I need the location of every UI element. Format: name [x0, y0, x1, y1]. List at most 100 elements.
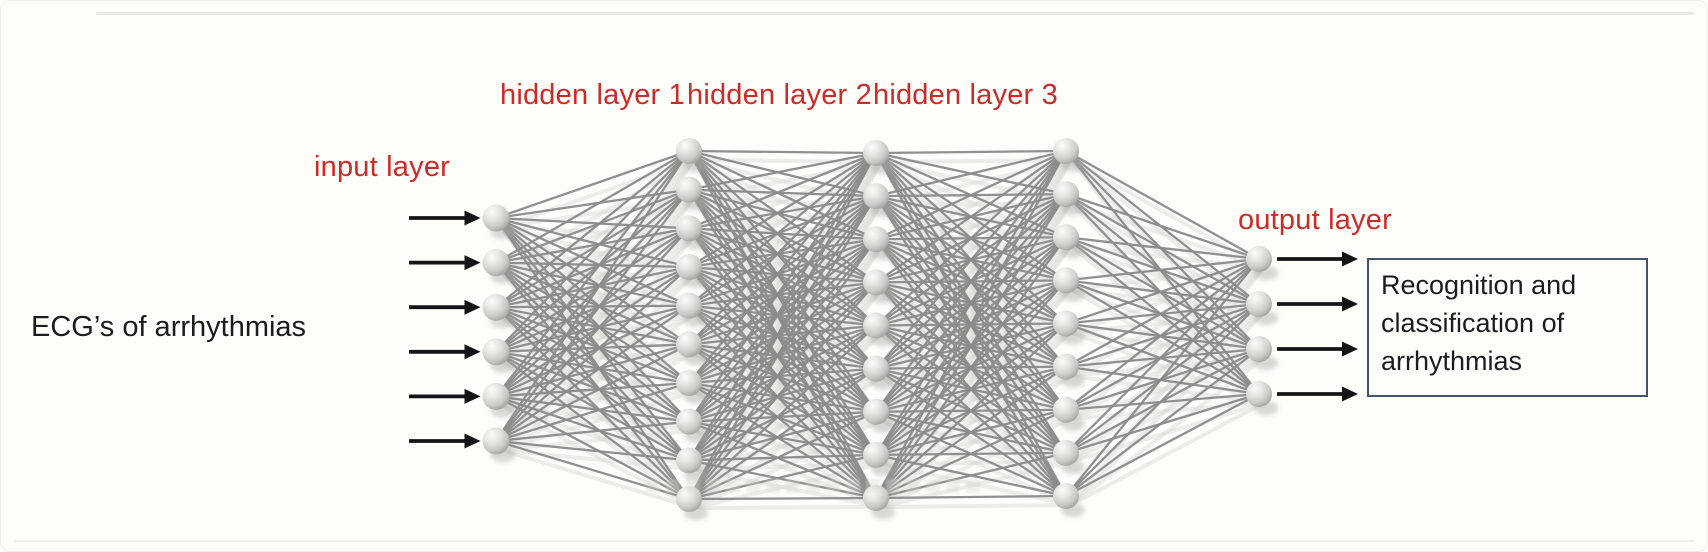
neuron-node — [482, 427, 510, 455]
connection-shadow — [500, 312, 695, 363]
neuron-node — [1053, 138, 1079, 164]
output-arrow — [1277, 251, 1358, 267]
neuron-node — [863, 183, 889, 210]
connection-shadow — [500, 158, 695, 229]
connection-line — [495, 217, 690, 346]
neuron-node — [676, 331, 702, 358]
connection-line — [495, 439, 690, 462]
connection-line — [1065, 193, 1260, 261]
connection-line — [495, 227, 690, 442]
neuron-node — [676, 138, 702, 164]
connection-shadow — [500, 448, 695, 510]
connection-line — [495, 150, 690, 442]
connection-line — [688, 238, 877, 462]
connection-line — [1065, 258, 1260, 411]
neuron-node — [676, 292, 702, 319]
connection-line — [688, 238, 877, 307]
label-input-layer: input layer — [314, 151, 450, 183]
connection-line — [495, 343, 690, 353]
connection-line — [495, 261, 690, 346]
neuron-node — [1053, 224, 1079, 251]
connection-line — [495, 149, 690, 220]
output-arrow — [1277, 296, 1358, 312]
connection-shadow — [500, 312, 695, 319]
connection-line — [688, 281, 877, 307]
connection-line — [495, 265, 690, 309]
connection-line — [875, 150, 1067, 284]
connection-line — [688, 227, 877, 413]
connection-line — [688, 195, 877, 346]
neuron-node — [1246, 291, 1272, 317]
connection-line — [495, 261, 690, 423]
connection-line — [1065, 258, 1260, 497]
connection-line — [688, 238, 877, 269]
connection-line — [688, 150, 877, 370]
connection-line — [875, 279, 1067, 499]
connection-line — [688, 227, 877, 370]
connection-line — [688, 281, 877, 385]
neuron-node — [482, 249, 510, 277]
connection-line — [688, 152, 877, 461]
connection-line — [688, 281, 877, 500]
connection-line — [688, 188, 877, 284]
connection-line — [688, 304, 877, 327]
neuron-node — [863, 355, 889, 382]
neuron-node — [863, 398, 889, 425]
neuron-node — [863, 269, 889, 296]
neuron-node — [1246, 246, 1272, 272]
connection-line — [688, 194, 877, 230]
bottom-divider-line — [15, 540, 1695, 542]
neuron-node — [676, 176, 702, 203]
connection-line — [688, 343, 877, 370]
label-hidden-layer-3: hidden layer 3 — [873, 79, 1058, 111]
connection-line — [495, 217, 690, 384]
neuron-node — [1053, 439, 1079, 466]
connection-line — [688, 304, 877, 413]
connection-line — [495, 266, 690, 442]
connection-line — [688, 304, 877, 370]
neuron-node — [863, 312, 889, 339]
connection-line — [688, 152, 877, 384]
connection-line — [688, 281, 877, 462]
connection-line — [688, 343, 877, 413]
output-arrow — [1277, 341, 1358, 357]
connection-line — [495, 306, 690, 346]
connection-shadow — [879, 288, 1073, 509]
connection-line — [688, 453, 877, 462]
connection-line — [495, 227, 690, 353]
connection-line — [688, 281, 877, 423]
connection-line — [495, 350, 690, 500]
input-arrow — [409, 210, 481, 226]
connection-shadow — [880, 416, 1072, 509]
connection-line — [688, 227, 877, 327]
output-caption-line: arrhythmias — [1381, 345, 1523, 376]
connection-line — [688, 152, 877, 423]
connection-line — [688, 189, 877, 456]
connection-shadow — [500, 351, 695, 408]
output-arrow — [1277, 386, 1358, 402]
neuron-node — [676, 486, 702, 512]
connection-line — [688, 195, 877, 307]
connection-line — [1065, 392, 1260, 498]
connection-line — [495, 306, 690, 462]
connection-line — [688, 381, 877, 456]
connection-line — [688, 152, 877, 346]
connection-line — [688, 195, 877, 384]
connection-line — [688, 227, 877, 284]
connection-line — [495, 188, 690, 398]
connection-line — [495, 261, 690, 269]
connection-line — [495, 217, 690, 462]
connection-shadow — [880, 158, 1072, 208]
connection-line — [688, 188, 877, 241]
neuron-node — [1246, 381, 1272, 407]
connection-line — [495, 188, 690, 220]
input-arrow — [409, 388, 481, 404]
neuron-node — [863, 441, 889, 468]
connection-line — [495, 304, 690, 309]
connection-line — [688, 459, 877, 500]
connection-shadow — [880, 503, 1072, 509]
connection-line — [688, 266, 877, 413]
output-caption-line: Recognition and — [1381, 270, 1577, 300]
neuron-node — [482, 338, 510, 366]
